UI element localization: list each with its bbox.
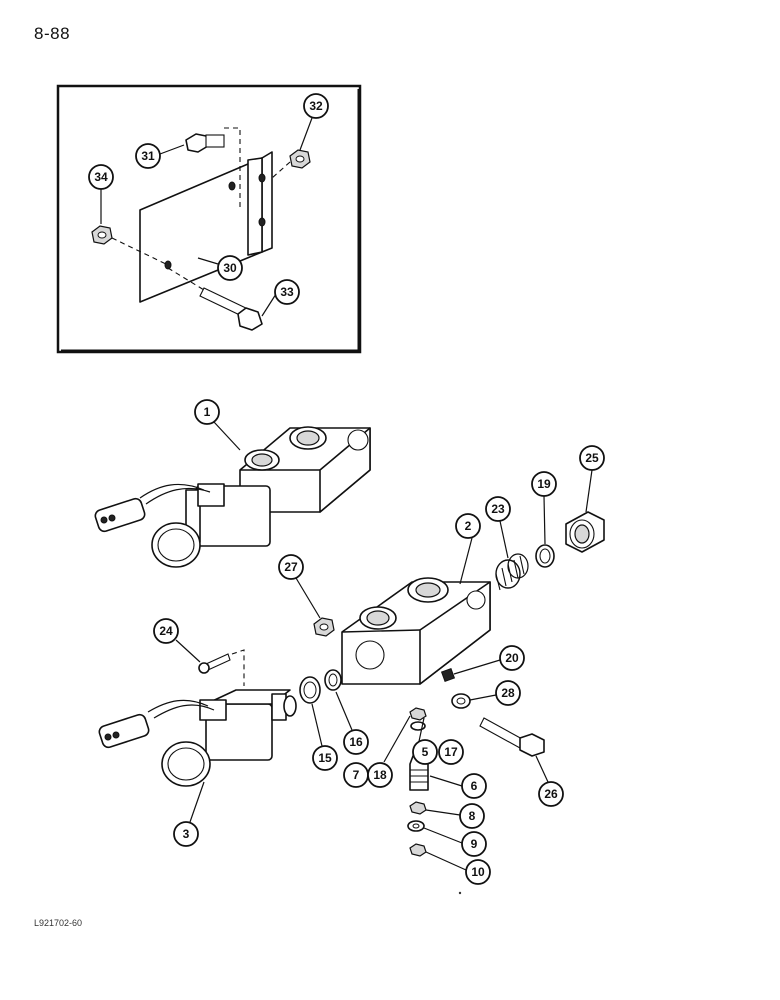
callout-1: 1 xyxy=(194,399,241,451)
svg-text:20: 20 xyxy=(505,651,519,665)
nut-10 xyxy=(409,843,427,857)
assembled-valve-1 xyxy=(94,426,371,568)
callout-28: 28 xyxy=(469,680,521,706)
svg-text:17: 17 xyxy=(444,745,458,759)
svg-text:24: 24 xyxy=(159,624,173,638)
bolt-33 xyxy=(167,267,263,331)
svg-text:27: 27 xyxy=(284,560,298,574)
solenoid-3 xyxy=(98,689,297,787)
svg-text:23: 23 xyxy=(491,502,505,516)
svg-text:34: 34 xyxy=(94,170,108,184)
nut-32 xyxy=(271,149,311,179)
nut-34 xyxy=(91,225,169,266)
callout-26: 26 xyxy=(535,755,564,807)
callout-30: 30 xyxy=(197,255,243,281)
svg-text:10: 10 xyxy=(471,865,485,879)
plug-27 xyxy=(313,617,335,637)
nut-5 xyxy=(409,707,427,721)
svg-text:15: 15 xyxy=(318,751,332,765)
callout-18: 18 xyxy=(367,715,411,788)
svg-text:2: 2 xyxy=(465,519,472,533)
svg-text:31: 31 xyxy=(141,149,155,163)
callout-24: 24 xyxy=(153,618,201,663)
mounting-bracket xyxy=(139,151,273,303)
screw-24 xyxy=(198,649,245,686)
callout-6: 6 xyxy=(429,773,487,799)
callout-5: 5 xyxy=(412,717,438,765)
svg-text:25: 25 xyxy=(585,451,599,465)
washer-9 xyxy=(407,820,425,832)
washer-8 xyxy=(409,801,427,815)
callout-27: 27 xyxy=(278,554,321,619)
callout-31: 31 xyxy=(135,143,185,169)
callout-33: 33 xyxy=(261,279,300,317)
callout-25: 25 xyxy=(579,445,605,513)
svg-text:26: 26 xyxy=(544,787,558,801)
svg-text:28: 28 xyxy=(501,686,515,700)
svg-text:1: 1 xyxy=(204,405,211,419)
washer-19 xyxy=(535,544,555,568)
callout-9: 9 xyxy=(423,827,487,857)
svg-text:7: 7 xyxy=(353,768,360,782)
callout-23: 23 xyxy=(485,496,511,559)
svg-text:33: 33 xyxy=(280,285,294,299)
svg-text:5: 5 xyxy=(422,745,429,759)
svg-text:3: 3 xyxy=(183,827,190,841)
callout-19: 19 xyxy=(531,471,557,545)
bolt-31 xyxy=(185,127,241,210)
callout-10: 10 xyxy=(425,851,491,885)
ring-15 xyxy=(299,676,321,704)
setscrew-20 xyxy=(440,667,456,683)
svg-text:32: 32 xyxy=(309,99,323,113)
callout-20: 20 xyxy=(453,645,525,675)
svg-text:9: 9 xyxy=(471,837,478,851)
callout-16: 16 xyxy=(335,691,369,755)
callout-32: 32 xyxy=(299,93,329,151)
svg-text:30: 30 xyxy=(223,261,237,275)
callout-17: 17 xyxy=(438,739,464,765)
callout-7: 7 xyxy=(343,762,369,788)
svg-text:16: 16 xyxy=(349,735,363,749)
fitting-25 xyxy=(565,511,605,553)
svg-text:19: 19 xyxy=(537,477,551,491)
callout-15: 15 xyxy=(311,703,338,771)
svg-text:18: 18 xyxy=(373,768,387,782)
svg-text:6: 6 xyxy=(471,779,478,793)
callout-3: 3 xyxy=(173,781,205,847)
bolt-26 xyxy=(479,717,545,757)
figure-code: L921702-60 xyxy=(34,918,83,928)
washer-28 xyxy=(451,693,471,709)
callout-2: 2 xyxy=(455,513,481,585)
page-number: 8-88 xyxy=(34,24,71,43)
valve-body-2 xyxy=(341,577,491,685)
callout-34: 34 xyxy=(88,164,114,224)
spring-23 xyxy=(495,553,529,591)
callout-8: 8 xyxy=(425,803,485,829)
svg-text:8: 8 xyxy=(469,809,476,823)
ring-16 xyxy=(324,669,342,691)
